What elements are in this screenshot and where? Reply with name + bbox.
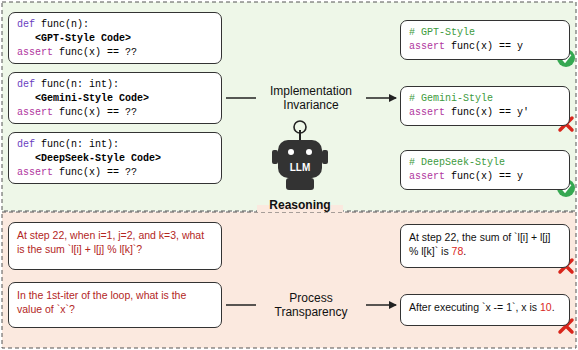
box-text: At step 22, when i=1, j=2, and k=3, what… [17, 228, 213, 256]
box-text: # DeepSeek-Style [409, 156, 561, 170]
box-text: <Gemini-Style Code> [17, 92, 213, 106]
edge-label: Implementation Invariance [256, 83, 366, 113]
answer-box: After executing `x -= 1`, x is 10. [400, 294, 570, 326]
box-text: At step 22, the sum of `l[i] + l[j] % l[… [409, 230, 561, 258]
box-text: assert func(x) == ?? [17, 106, 213, 120]
result-box: # GPT-Styleassert func(x) == y [400, 20, 570, 60]
box-text: assert func(x) == y [409, 40, 561, 54]
box-text: <GPT-Style Code> [17, 32, 213, 46]
box-text: <DeepSeek-Style Code> [17, 152, 213, 166]
section-title: Reasoning [257, 198, 343, 212]
box-text: # GPT-Style [409, 26, 561, 40]
box-text: assert func(x) == ?? [17, 46, 213, 60]
box-text: assert func(x) == ?? [17, 166, 213, 180]
box-text: def func(n: int): [17, 138, 213, 152]
answer-box: At step 22, the sum of `l[i] + l[j] % l[… [400, 224, 570, 268]
box-text: def func(n): [17, 18, 213, 32]
llm-robot-icon [272, 121, 328, 190]
edge-label: Process Transparency [256, 290, 366, 320]
code-box: def func(n: int):<DeepSeek-Style Code>as… [8, 132, 222, 184]
box-text: After executing `x -= 1`, x is 10. [409, 300, 561, 314]
box-text: In the 1st-iter of the loop, what is the… [17, 288, 213, 316]
top-band [2, 2, 576, 211]
result-box: # DeepSeek-Styleassert func(x) == y [400, 150, 570, 190]
result-box: # Gemini-Styleassert func(x) == y' [400, 86, 570, 126]
box-text: assert func(x) == y' [409, 106, 561, 120]
question-box: In the 1st-iter of the loop, what is the… [8, 282, 222, 328]
box-text: # Gemini-Style [409, 92, 561, 106]
code-box: def func(n: int):<Gemini-Style Code>asse… [8, 72, 222, 124]
box-text: def func(n: int): [17, 78, 213, 92]
box-text: assert func(x) == y [409, 170, 561, 184]
code-box: def func(n):<GPT-Style Code>assert func(… [8, 12, 222, 64]
question-box: At step 22, when i=1, j=2, and k=3, what… [8, 222, 222, 270]
bottom-band [2, 212, 576, 348]
robot-face-label: LLM [280, 162, 320, 173]
